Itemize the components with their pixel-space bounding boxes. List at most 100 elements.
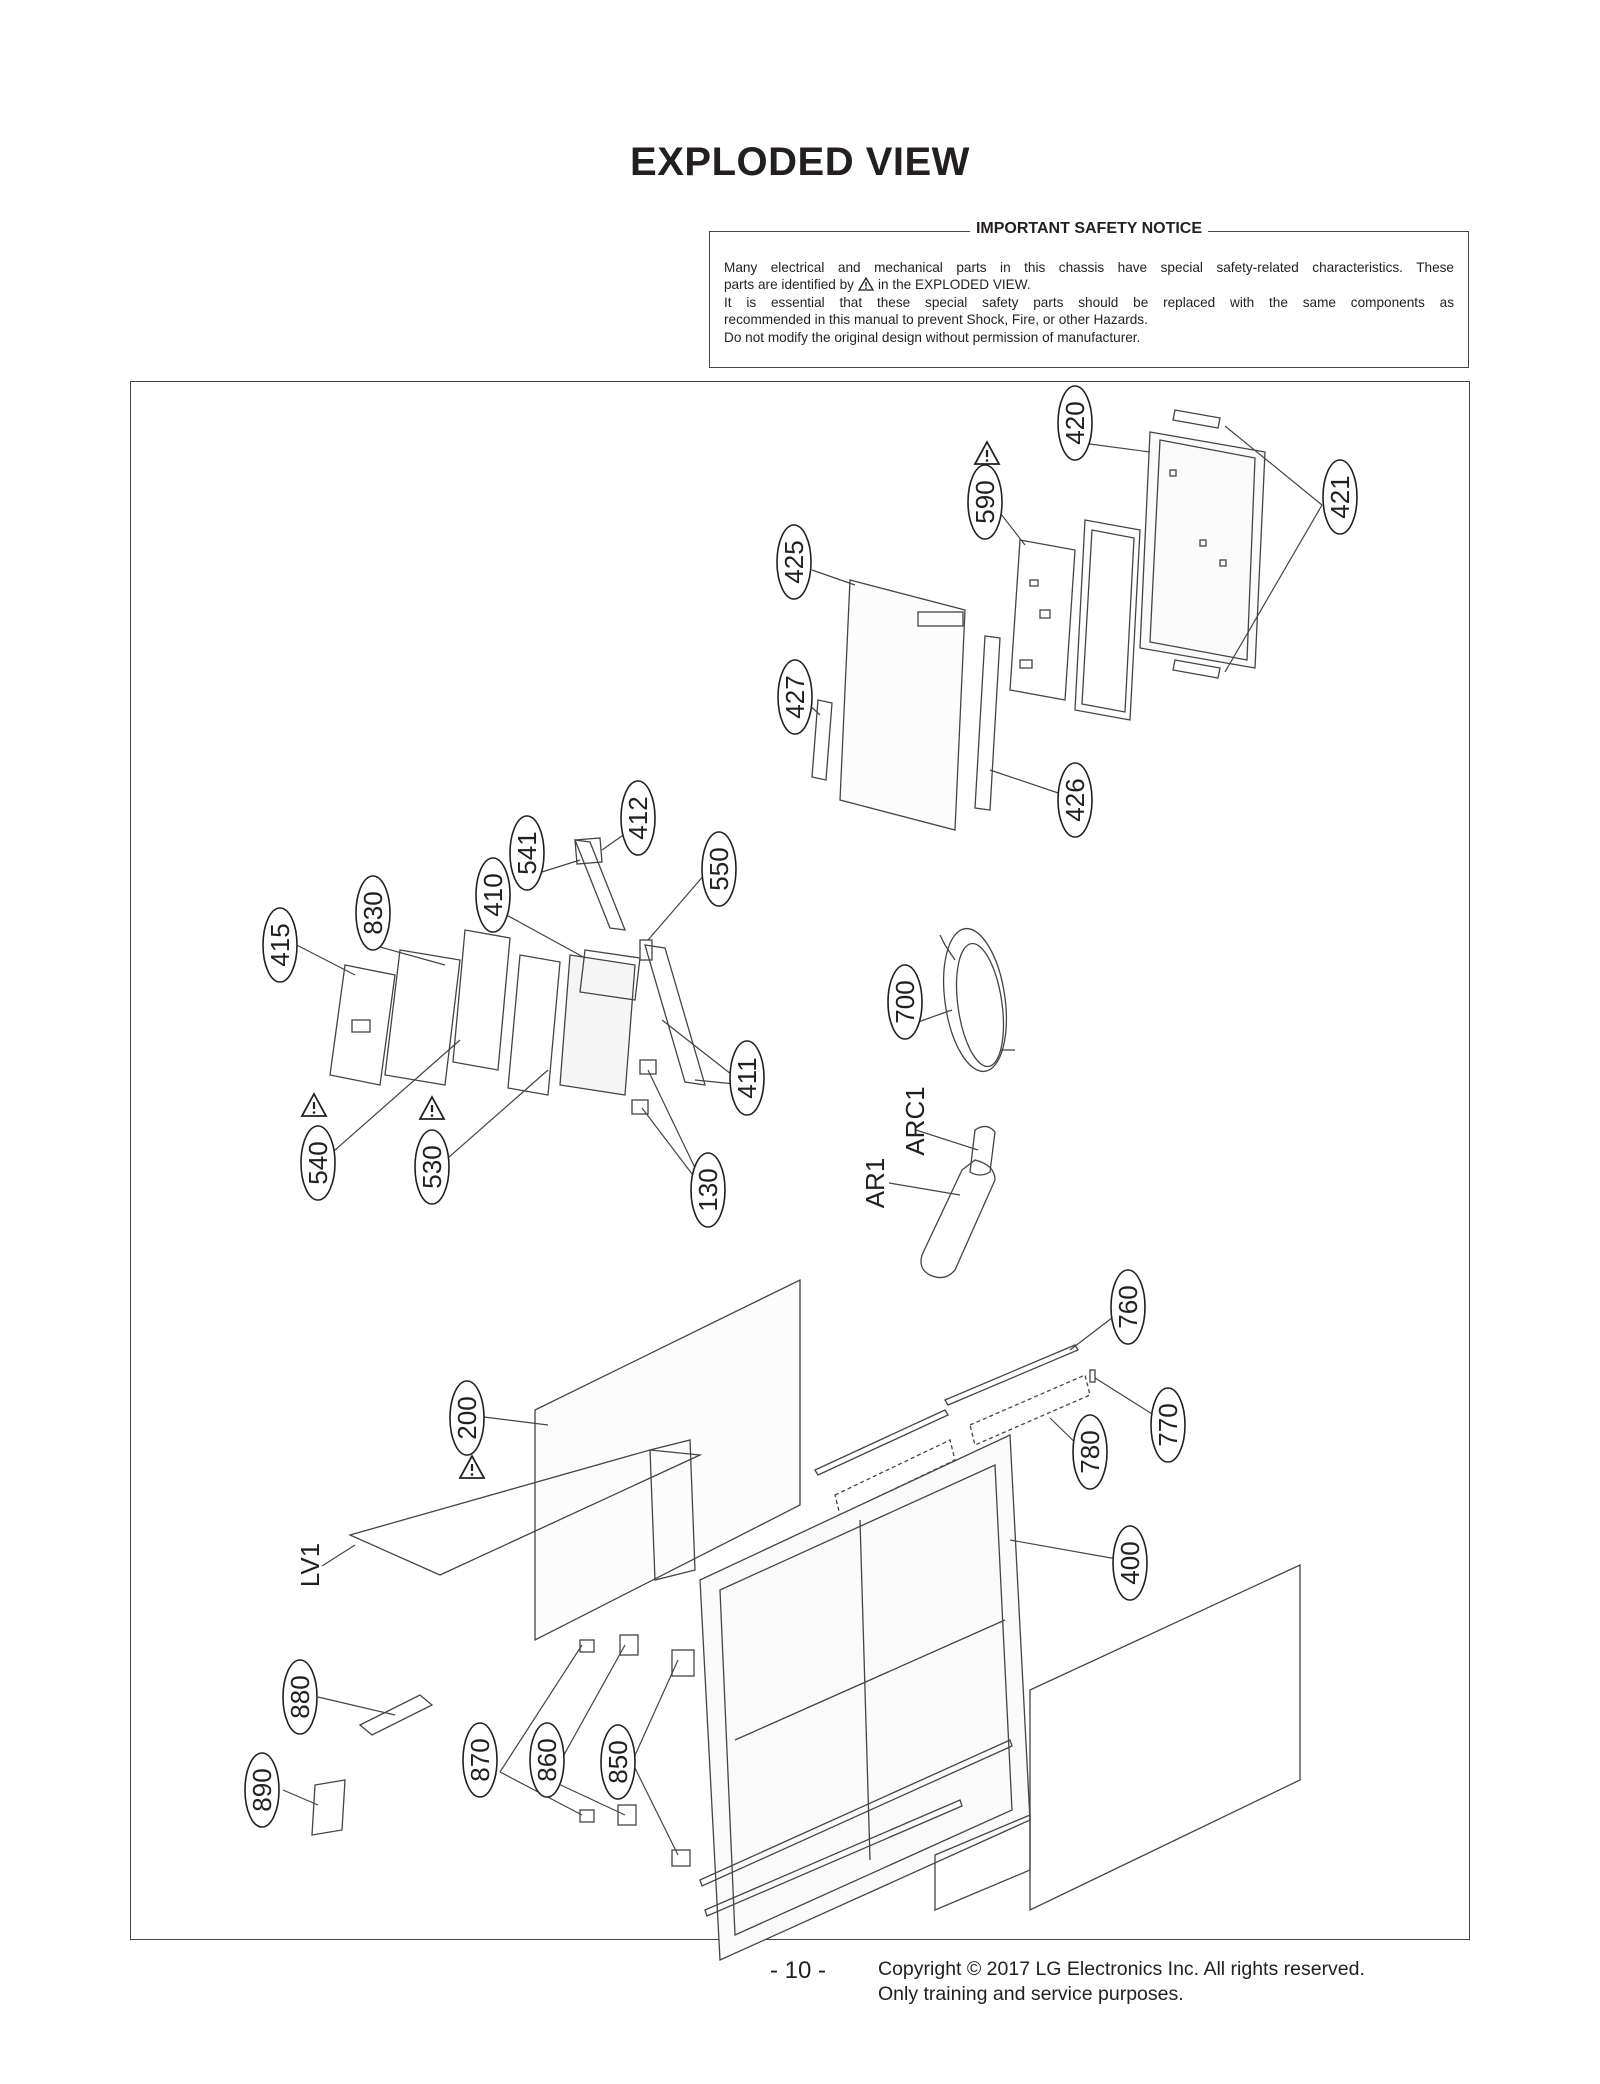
svg-text:870: 870 bbox=[465, 1738, 495, 1781]
part-426-strip bbox=[974, 635, 1001, 811]
callout-425: 425 bbox=[776, 524, 812, 600]
svg-text:427: 427 bbox=[780, 675, 810, 718]
svg-text:541: 541 bbox=[512, 831, 542, 874]
callout-760: 760 bbox=[1110, 1269, 1146, 1345]
notice-line-2a: parts are identified by bbox=[724, 277, 854, 293]
callout-541: 541 bbox=[509, 815, 545, 891]
page-number: - 10 - bbox=[770, 1957, 827, 1984]
notice-line-1: Many electrical and mechanical parts in … bbox=[724, 260, 1454, 275]
callout-427: 427 bbox=[777, 659, 813, 735]
part-700-cable bbox=[942, 927, 1008, 1073]
callout-530: 530 bbox=[414, 1129, 450, 1205]
part-200-panel bbox=[534, 1278, 801, 1642]
copyright-notice: Copyright © 2017 LG Electronics Inc. All… bbox=[878, 1957, 1365, 2007]
svg-text:421: 421 bbox=[1325, 475, 1355, 518]
svg-text:LV1: LV1 bbox=[295, 1543, 325, 1587]
page-title: EXPLODED VIEW bbox=[630, 140, 970, 184]
part-arc1-remote bbox=[969, 1125, 996, 1176]
notice-line-4: recommended in this manual to prevent Sh… bbox=[724, 312, 1148, 328]
callout-870: 870 bbox=[462, 1722, 498, 1798]
part-lv1-cable bbox=[348, 1449, 703, 1576]
callout-830: 830 bbox=[355, 875, 391, 951]
callout-420: 420 bbox=[1057, 385, 1093, 461]
part-421-bracket-top bbox=[1172, 409, 1221, 429]
notice-line-2b: in the EXPLODED VIEW. bbox=[877, 277, 1031, 293]
svg-text:700: 700 bbox=[890, 980, 920, 1023]
callout-890: 890 bbox=[244, 1752, 280, 1828]
callout-lv1: LV1 bbox=[295, 1543, 325, 1587]
warning-triangle-icon-540 bbox=[300, 1092, 328, 1118]
svg-text:860: 860 bbox=[532, 1738, 562, 1781]
part-415-board bbox=[329, 964, 396, 1086]
warning-triangle-icon-590 bbox=[973, 440, 1001, 466]
parts-drawing bbox=[311, 409, 1301, 1961]
callout-850: 850 bbox=[600, 1724, 636, 1800]
svg-text:780: 780 bbox=[1075, 1430, 1105, 1473]
svg-text:ARC1: ARC1 bbox=[900, 1086, 930, 1155]
part-410-box bbox=[559, 954, 636, 1096]
callout-550: 550 bbox=[701, 831, 737, 907]
callout-700: 700 bbox=[887, 964, 923, 1040]
copyright-line-1: Copyright © 2017 LG Electronics Inc. All… bbox=[878, 1958, 1365, 1980]
safety-notice-heading: IMPORTANT SAFETY NOTICE bbox=[710, 220, 1468, 238]
copyright-line-2: Only training and service purposes. bbox=[878, 1983, 1184, 2005]
part-880-bar bbox=[358, 1694, 434, 1736]
part-421-bracket-bottom bbox=[1172, 659, 1221, 679]
svg-text:880: 880 bbox=[285, 1675, 315, 1718]
part-590-main-board bbox=[1009, 539, 1076, 701]
part-411-bracket bbox=[644, 944, 706, 1086]
part-425-plate bbox=[839, 579, 966, 831]
callout-ar1: AR1 bbox=[860, 1158, 890, 1209]
part-427-bracket bbox=[811, 699, 833, 781]
svg-text:540: 540 bbox=[303, 1141, 333, 1184]
svg-text:850: 850 bbox=[603, 1740, 633, 1783]
callout-412: 412 bbox=[620, 780, 656, 856]
safety-notice-box: IMPORTANT SAFETY NOTICE Many electrical … bbox=[709, 220, 1469, 368]
callout-540: 540 bbox=[300, 1125, 336, 1201]
svg-text:415: 415 bbox=[265, 923, 295, 966]
notice-line-5: Do not modify the original design withou… bbox=[724, 329, 1141, 345]
svg-text:760: 760 bbox=[1113, 1285, 1143, 1328]
svg-text:830: 830 bbox=[358, 891, 388, 934]
svg-text:550: 550 bbox=[704, 847, 734, 890]
callout-411: 411 bbox=[729, 1040, 765, 1116]
part-420-back-cover bbox=[1139, 431, 1266, 669]
svg-text:530: 530 bbox=[417, 1145, 447, 1188]
svg-text:420: 420 bbox=[1060, 401, 1090, 444]
callouts: 420 421 590 425 427 426 412 541 550 410 … bbox=[244, 385, 1358, 1828]
svg-text:200: 200 bbox=[452, 1396, 482, 1439]
callout-415: 415 bbox=[262, 907, 298, 983]
notice-line-2: parts are identified by in the EXPLODED V… bbox=[724, 276, 1454, 293]
part-830-board bbox=[384, 949, 461, 1086]
svg-text:590: 590 bbox=[970, 480, 1000, 523]
warning-triangle-icon bbox=[857, 277, 874, 292]
svg-text:410: 410 bbox=[478, 873, 508, 916]
part-890-plate bbox=[311, 1779, 346, 1836]
callout-880: 880 bbox=[282, 1659, 318, 1735]
part-412-block bbox=[574, 837, 603, 865]
callout-421: 421 bbox=[1322, 459, 1358, 535]
svg-text:411: 411 bbox=[732, 1057, 762, 1098]
part-541-bar bbox=[573, 839, 627, 931]
warning-triangle-icon-530 bbox=[418, 1095, 446, 1121]
callout-780: 780 bbox=[1072, 1414, 1108, 1490]
callout-770: 770 bbox=[1150, 1387, 1186, 1463]
callout-130: 130 bbox=[690, 1152, 726, 1228]
part-ar1-remote bbox=[920, 1159, 996, 1279]
safety-notice-heading-text: IMPORTANT SAFETY NOTICE bbox=[969, 220, 1209, 237]
svg-text:770: 770 bbox=[1153, 1403, 1183, 1446]
svg-text:AR1: AR1 bbox=[860, 1158, 890, 1209]
callout-410: 410 bbox=[475, 857, 511, 933]
callout-400: 400 bbox=[1112, 1525, 1148, 1601]
part-glass-panel bbox=[1029, 1563, 1301, 1912]
svg-text:412: 412 bbox=[623, 796, 653, 839]
svg-text:426: 426 bbox=[1060, 778, 1090, 821]
warning-triangle-icon-200 bbox=[458, 1454, 486, 1480]
svg-text:400: 400 bbox=[1115, 1541, 1145, 1584]
notice-line-3: It is essential that these special safet… bbox=[724, 294, 1454, 310]
callout-arc1: ARC1 bbox=[900, 1086, 930, 1155]
svg-text:890: 890 bbox=[247, 1768, 277, 1811]
callout-590: 590 bbox=[967, 464, 1003, 540]
safety-notice-body: Many electrical and mechanical parts in … bbox=[724, 259, 1454, 346]
